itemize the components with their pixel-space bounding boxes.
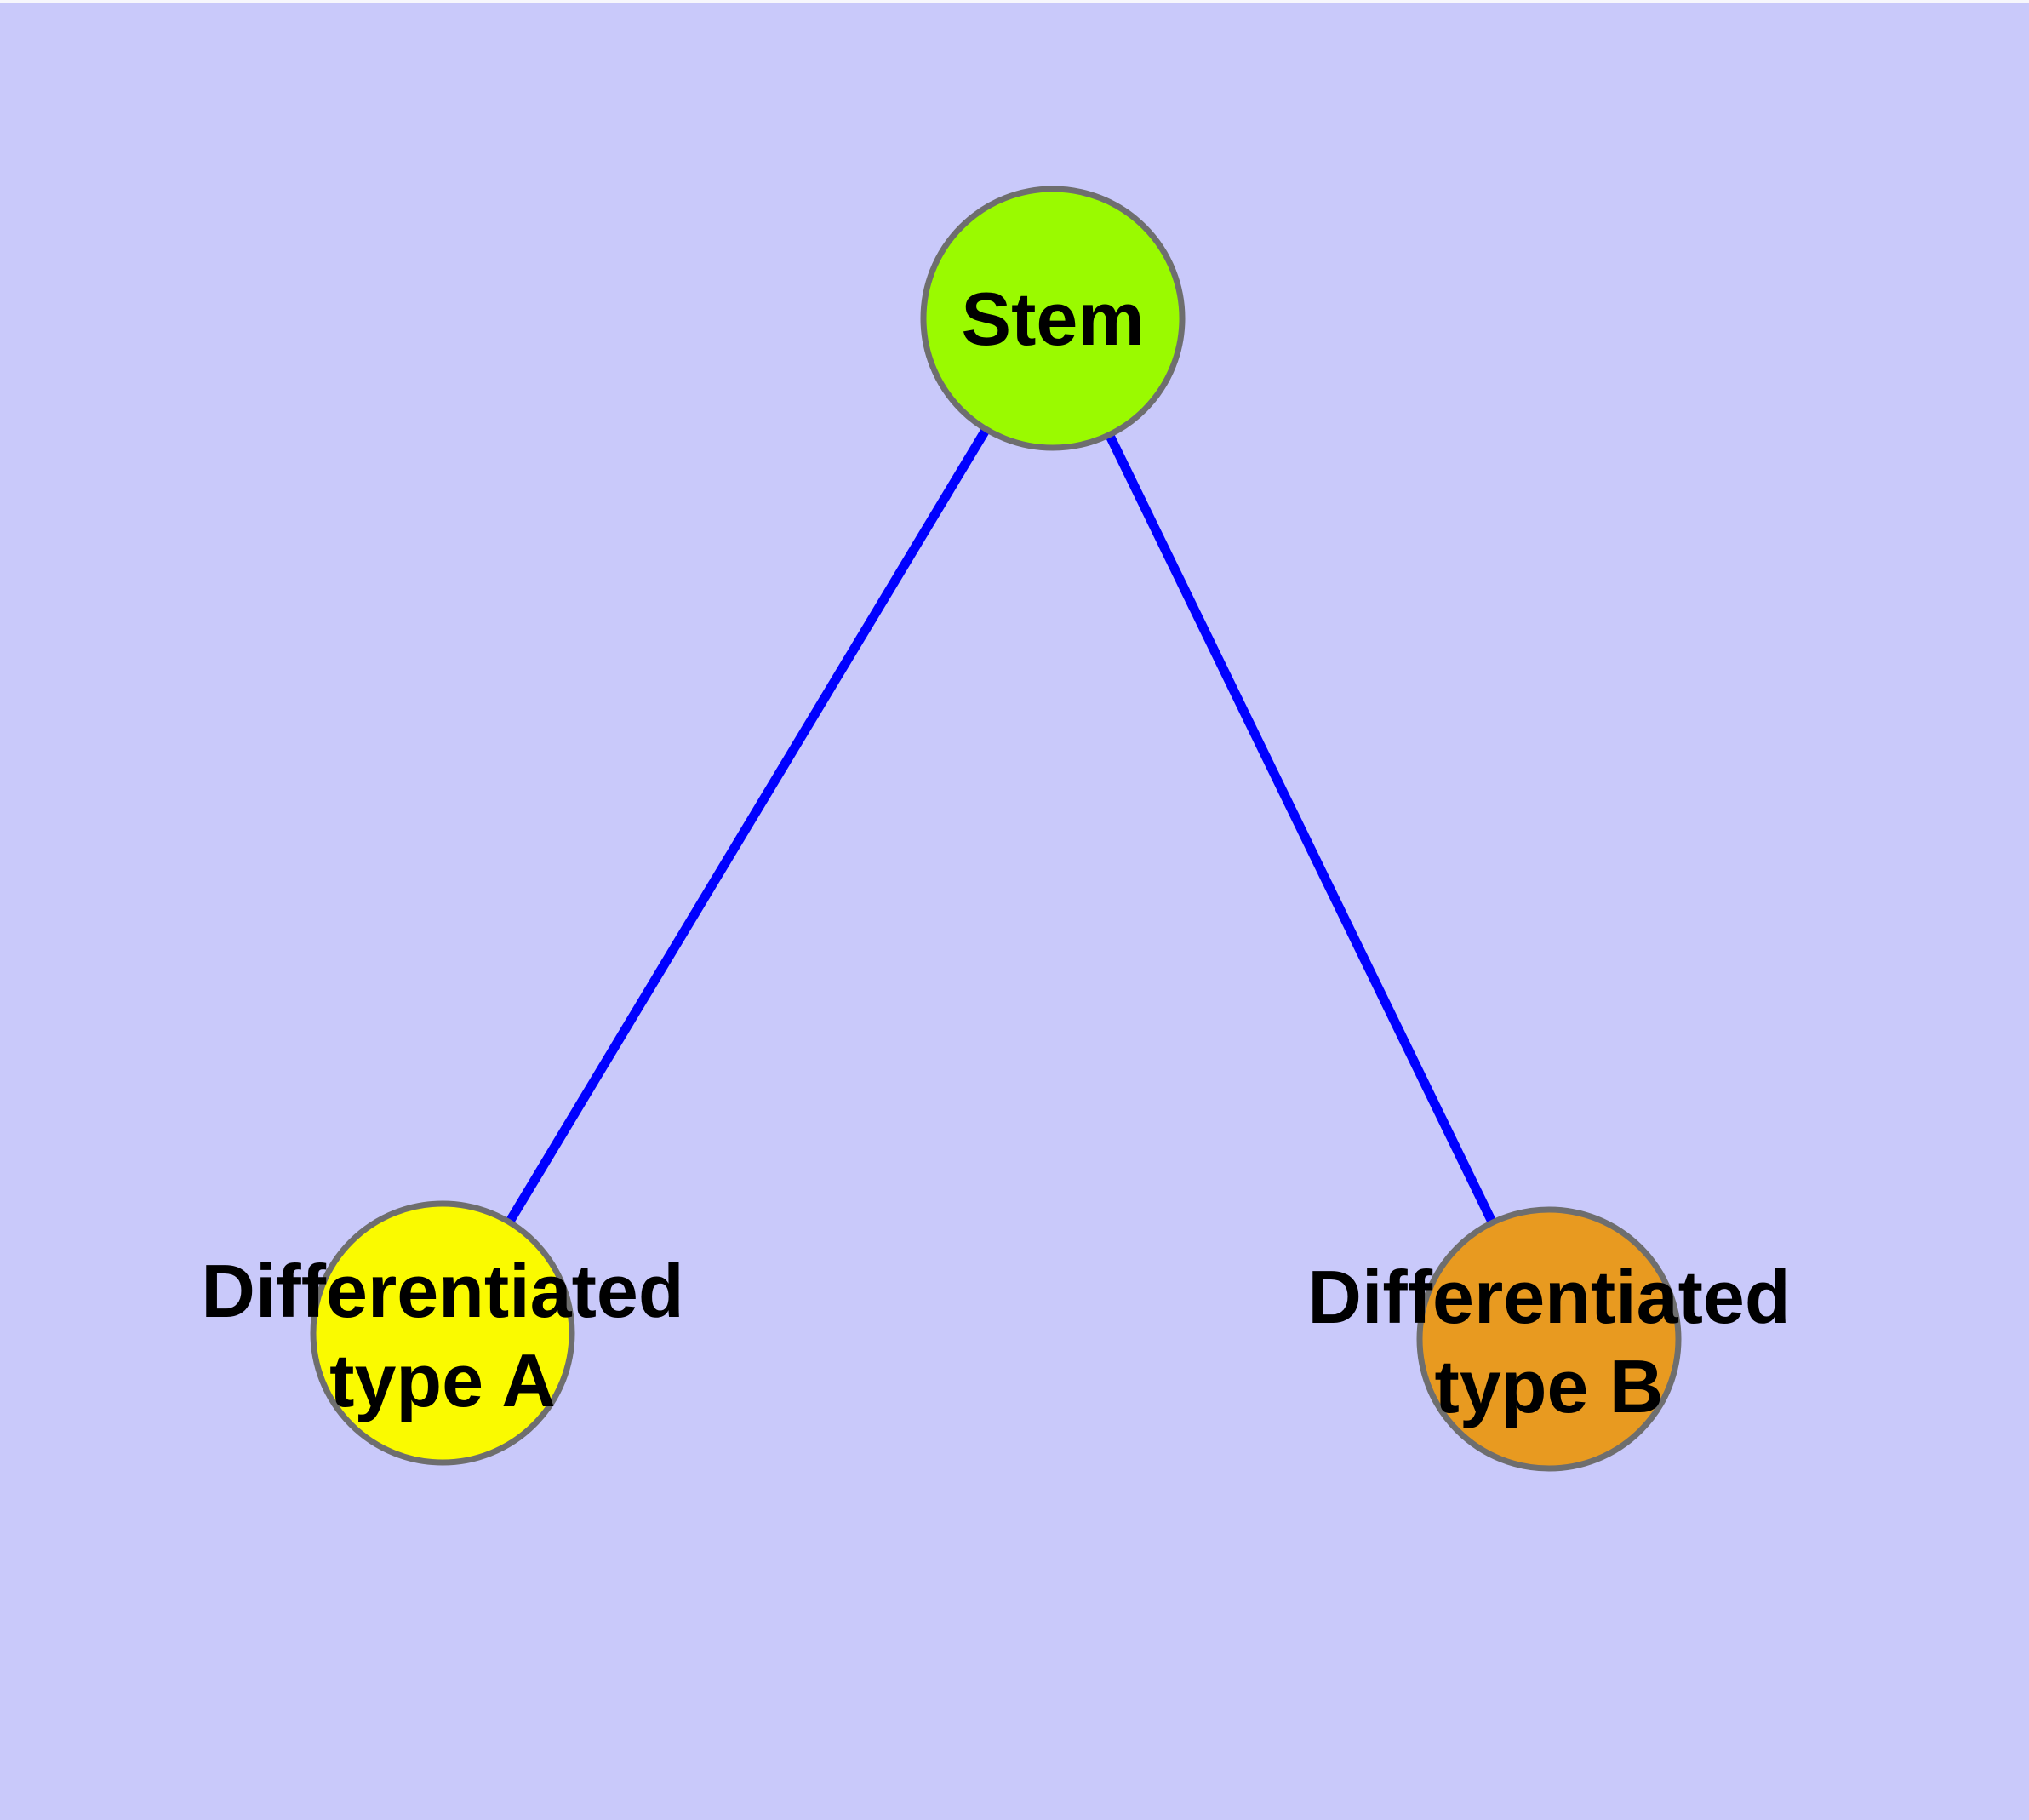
edge-stem-typeA [438, 316, 1057, 1336]
node-typeB-label-line-1: Differentiated [1307, 1255, 1790, 1339]
node-typeB-circle [1416, 1206, 1682, 1472]
node-stem-circle [920, 186, 1186, 451]
nodes-layer [310, 186, 1682, 1472]
edge-stem-typeB [1049, 316, 1553, 1342]
node-typeA-label-line-1: Differentiated [201, 1249, 683, 1333]
node-typeA-label-line-2: type A [329, 1338, 556, 1422]
node-typeA-circle [310, 1200, 575, 1466]
edges-layer [438, 316, 1553, 1342]
node-stem-label-line-1: Stem [961, 277, 1144, 361]
node-typeB-label-line-2: type B [1435, 1344, 1664, 1428]
top-edge-strip [0, 0, 2029, 3]
node-stem-label: Stem [961, 277, 1144, 361]
